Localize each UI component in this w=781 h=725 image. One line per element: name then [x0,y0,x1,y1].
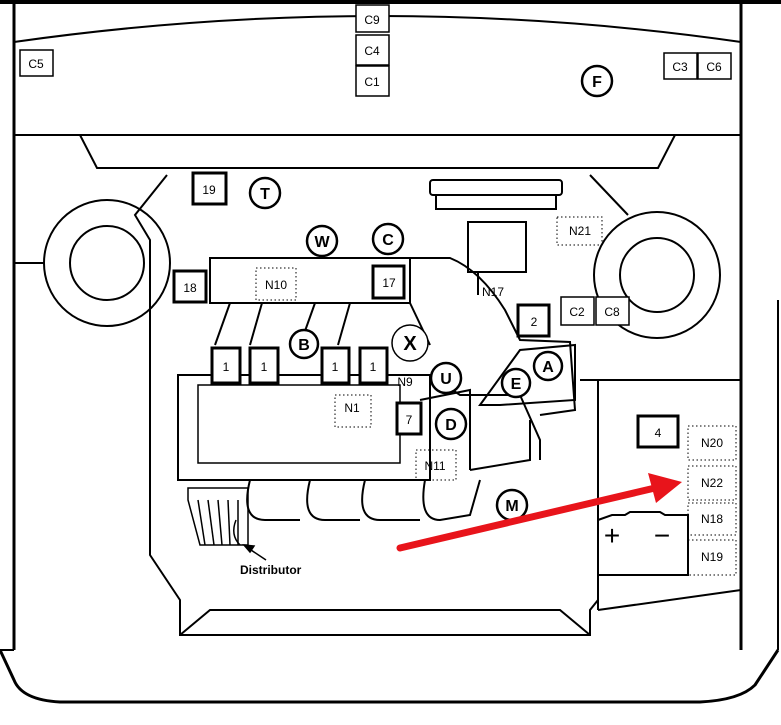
node-n1: N1 [344,401,360,415]
node-n17: N17 [482,285,504,299]
air-filter-housing [429,179,563,295]
connector-c3-box [663,52,698,80]
connector-c2-box [560,296,595,326]
connector-c9: C9 [364,13,380,27]
node-n10: N10 [265,278,287,292]
connector-c6-box [697,52,732,80]
marker-d: D [445,417,457,434]
node-n21: N21 [569,224,591,238]
node-n11: N11 [424,459,445,473]
box-1b: 1 [261,360,268,374]
intake-runners [246,420,531,522]
strut-tower-left [14,199,171,327]
battery-plus: + [604,520,620,551]
box-19: 19 [202,183,216,197]
node-n19: N19 [701,550,723,564]
node-n18: N18 [701,512,723,526]
connector-c4: C4 [364,44,380,58]
node-n9: N9 [397,375,413,389]
ae-bracket [478,343,576,406]
battery-minus: − [654,520,670,551]
red-pointer-arrow [396,473,682,552]
connector-c1: C1 [364,75,380,89]
box-18: 18 [183,281,197,295]
connector-stack [355,4,390,97]
connector-c2: C2 [569,305,585,319]
numbered-box-group [172,171,680,449]
distributor-label: Distributor [240,563,302,577]
box-1c: 1 [332,360,339,374]
box-2: 2 [531,315,538,329]
strut-tower-right [593,211,721,339]
marker-t: T [260,186,270,203]
box-1d: 1 [370,360,377,374]
box-17: 17 [382,276,396,290]
connector-c3: C3 [672,60,688,74]
distributor-callout-arrow [242,544,267,561]
connector-c6: C6 [706,60,722,74]
connector-c8-box [595,296,630,326]
compartment-outline [0,0,781,704]
marker-f: F [592,74,602,91]
connector-c8: C8 [604,305,620,319]
marker-a: A [542,359,554,376]
node-n20: N20 [701,436,723,450]
marker-e: E [511,376,522,393]
circled-letter-markers [248,64,614,522]
connector-c5-box [19,49,54,77]
node-n22: N22 [701,476,723,490]
marker-u: U [440,371,452,388]
marker-b: B [298,337,310,354]
distributor [187,487,249,546]
box-1a: 1 [223,360,230,374]
marker-c: C [382,232,394,249]
battery [597,511,689,576]
box-7: 7 [406,413,413,427]
marker-x: X [403,333,417,355]
marker-m: M [505,498,518,515]
box-4: 4 [655,426,662,440]
connector-c5: C5 [28,57,44,71]
compartment-walls [133,174,742,636]
marker-w: W [314,234,330,251]
